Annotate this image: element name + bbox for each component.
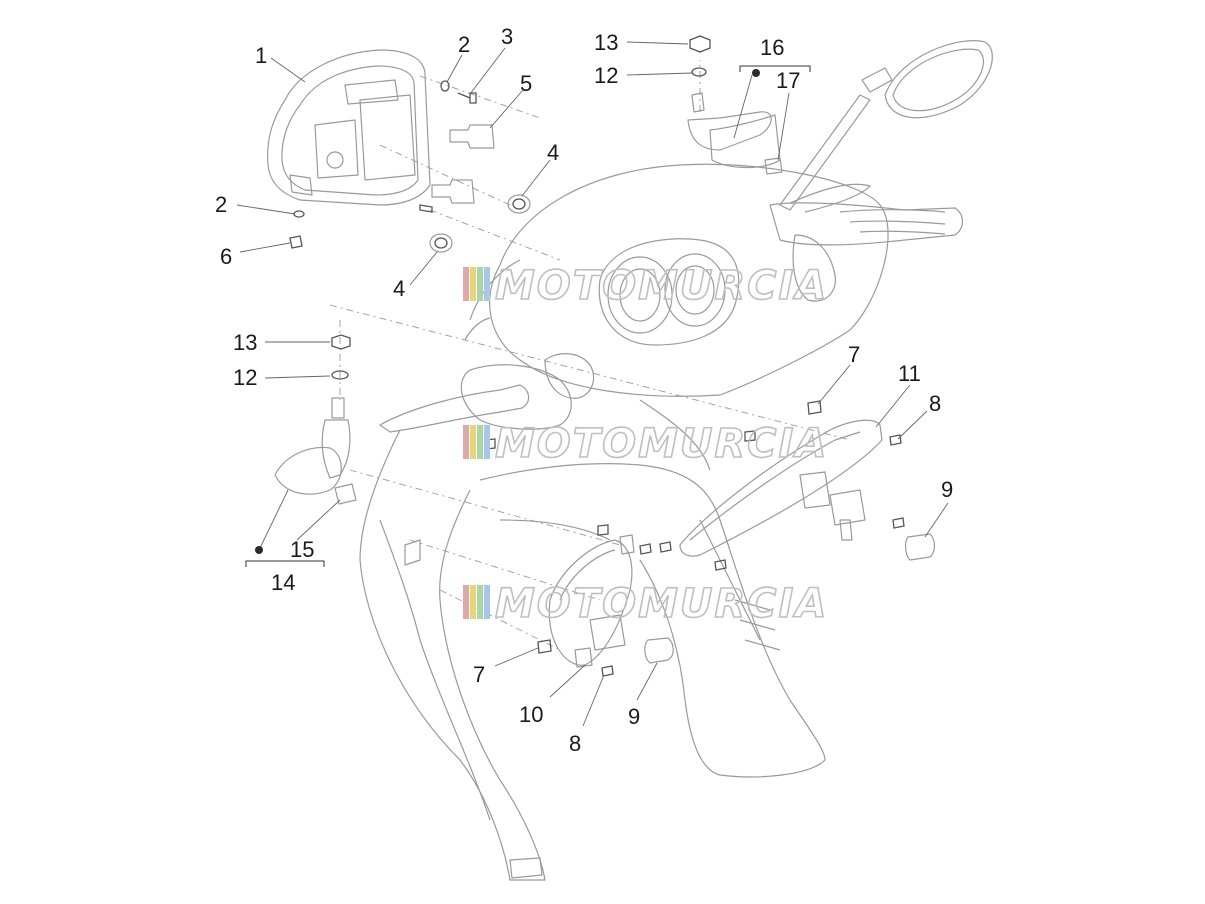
watermark-stripe [484,267,490,301]
leader-lines [236,41,949,727]
watermark-stripe [463,267,469,301]
callout-8: 8 [929,391,941,416]
watermark-stripe [470,425,476,459]
callout-2: 2 [215,192,227,217]
callout-5: 5 [520,71,532,96]
handlebar-shield-outline [359,40,993,881]
watermark-text: MOTOMURCIA [495,421,828,467]
watermark-stripe [470,585,476,619]
callout-13: 13 [594,30,618,55]
callout-16: 16 [760,35,784,60]
callout-7: 7 [848,342,860,367]
watermark-stripe [463,425,469,459]
watermark-middle: MOTOMURCIA [463,420,828,468]
assembly-centerlines [329,60,851,651]
callout-15: 15 [290,537,314,562]
callout-9: 9 [941,477,953,502]
callout-14: 14 [271,570,295,595]
callout-6: 6 [220,244,232,269]
callout-10: 10 [519,702,543,727]
watermark-top: MOTOMURCIA [463,262,828,310]
callout-4: 4 [547,140,559,165]
group-bracket-16 [739,65,811,77]
callout-4: 4 [393,276,405,301]
callout-3: 3 [501,24,513,49]
callout-numbers: 1 2 3 5 4 2 6 4 13 12 16 17 13 12 15 14 … [215,24,953,756]
group-bracket-14 [245,546,325,567]
callout-13: 13 [233,330,257,355]
headlamp-assembly [267,49,431,206]
callout-9: 9 [628,704,640,729]
watermark-stripe [484,425,490,459]
watermark-stripe [463,585,469,619]
callout-12: 12 [594,63,618,88]
watermark-text: MOTOMURCIA [495,581,828,627]
callout-7: 7 [473,662,485,687]
callout-17: 17 [776,68,800,93]
callout-1: 1 [255,43,267,68]
watermark-bottom: MOTOMURCIA [463,580,828,628]
watermark-stripe [470,267,476,301]
watermark-text: MOTOMURCIA [495,263,828,309]
watermark-stripe [477,425,483,459]
hardware-parts [274,35,936,677]
watermark-stripe [477,585,483,619]
callout-8: 8 [569,731,581,756]
watermark-stripe [477,267,483,301]
callout-12: 12 [233,365,257,390]
callout-11: 11 [898,361,921,386]
callout-2: 2 [458,32,470,57]
watermark-stripe [484,585,490,619]
